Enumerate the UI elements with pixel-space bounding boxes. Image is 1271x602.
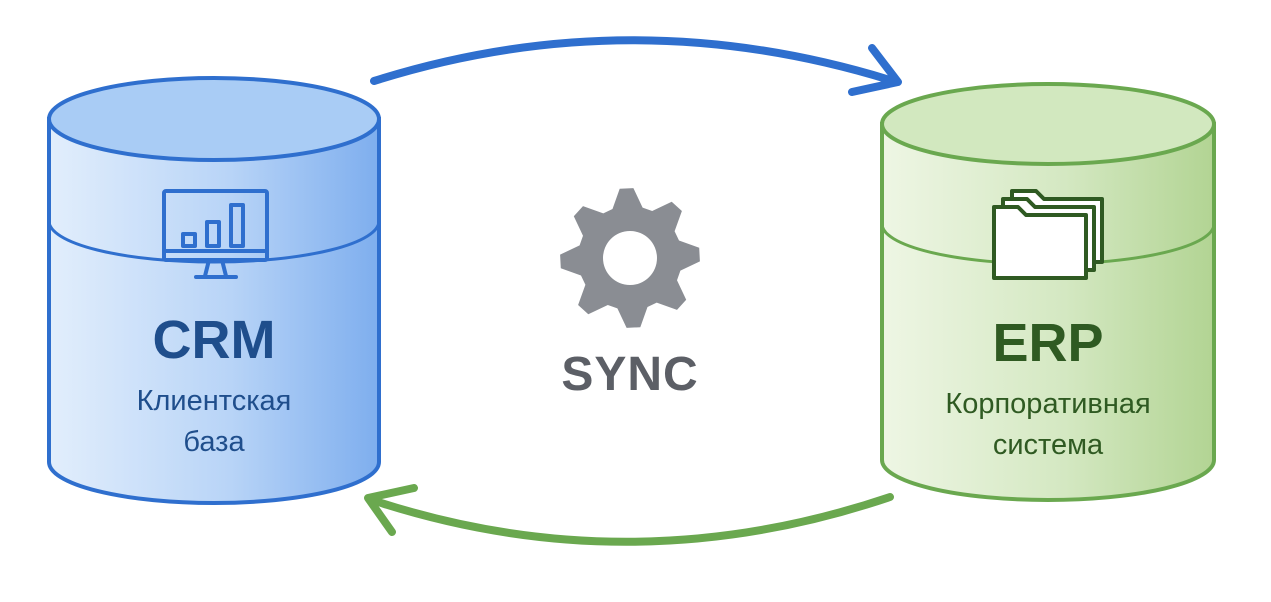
erp-subtitle-line2: система: [993, 429, 1104, 461]
sync-label: SYNC: [561, 348, 698, 401]
folders-icon: [992, 189, 1104, 280]
crm-cylinder-body: [47, 117, 381, 505]
crm-title: CRM: [153, 310, 276, 370]
crm-subtitle-line2: база: [183, 426, 245, 458]
crm-database: CRM Клиентская база: [47, 76, 381, 505]
erp-database: ERP Корпоративная система: [880, 82, 1216, 502]
crm-cylinder-top: [47, 76, 381, 162]
arrow-crm-to-erp: [370, 36, 902, 96]
erp-cylinder-top: [880, 82, 1216, 166]
sync-hub: SYNC: [560, 188, 700, 401]
erp-title: ERP: [992, 313, 1103, 373]
arrow-erp-to-crm: [364, 484, 894, 546]
arrow-bottom-line: [368, 493, 894, 546]
arrow-bottom-head: [364, 484, 418, 536]
arrow-top-head: [848, 44, 902, 96]
erp-subtitle-line1: Корпоративная: [945, 388, 1150, 420]
monitor-bar-chart-icon: [162, 189, 269, 279]
crm-subtitle-line1: Клиентская: [137, 385, 292, 417]
arrow-top-line: [370, 36, 894, 85]
erp-cylinder-body: [880, 122, 1216, 502]
gear-icon: [560, 188, 700, 328]
